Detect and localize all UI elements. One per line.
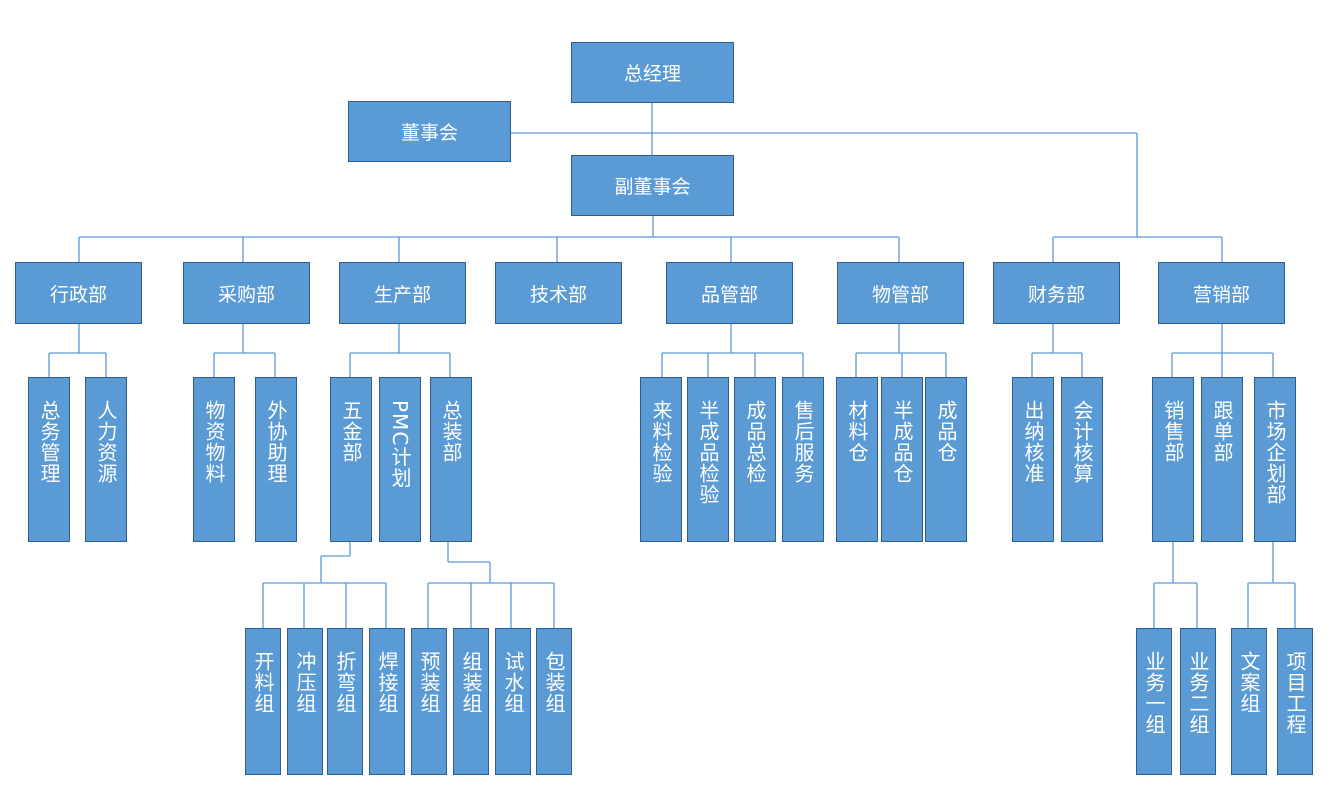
node-production-dept[interactable]: 生产部 [339,262,466,324]
node-label: 市场企划部 [1263,400,1287,505]
node-label: 包装组 [542,651,566,714]
node-label: 试水组 [501,651,525,714]
node-label: 行政部 [49,283,107,306]
node-prod-hardware[interactable]: 五金部 [330,377,372,542]
node-prod-assembly[interactable]: 总装部 [430,377,472,542]
node-plan-copy[interactable]: 文案组 [1231,628,1267,775]
node-label: 跟单部 [1210,400,1234,463]
node-label: 财务部 [1027,283,1085,306]
node-mkt-followup[interactable]: 跟单部 [1201,377,1243,542]
node-hw-bending[interactable]: 折弯组 [327,628,363,775]
node-label: 总经理 [623,63,681,85]
node-qc-dept[interactable]: 品管部 [666,262,793,324]
node-label: 成品总检 [743,400,767,484]
node-mat-finished[interactable]: 成品仓 [925,377,967,542]
node-label: 董事会 [400,122,458,144]
node-label: 生产部 [373,283,431,306]
node-label: 预装组 [417,651,441,714]
node-asm-test[interactable]: 试水组 [495,628,531,775]
node-label: 业务一组 [1142,651,1166,735]
node-label: 出纳核准 [1021,400,1045,484]
node-tech-dept[interactable]: 技术部 [495,262,622,324]
node-sales-team2[interactable]: 业务二组 [1180,628,1216,775]
node-label: 文案组 [1237,651,1261,714]
node-pur-materials[interactable]: 物资物料 [193,377,235,542]
node-label: 成品仓 [934,400,958,463]
node-label: 人力资源 [94,400,118,484]
node-label: 业务二组 [1186,651,1210,735]
node-finance-dept[interactable]: 财务部 [993,262,1120,324]
node-asm-assembly[interactable]: 组装组 [453,628,489,775]
node-qc-final[interactable]: 成品总检 [734,377,776,542]
node-hw-stamping[interactable]: 冲压组 [287,628,323,775]
node-label: 半成品仓 [890,400,914,484]
node-admin-dept[interactable]: 行政部 [15,262,142,324]
node-label: 售后服务 [791,400,815,484]
node-purchasing-dept[interactable]: 采购部 [183,262,310,324]
node-qc-semi[interactable]: 半成品检验 [687,377,729,542]
node-label: 会计核算 [1070,400,1094,484]
node-admin-general[interactable]: 总务管理 [28,377,70,542]
node-label: 采购部 [217,283,275,306]
node-marketing-dept[interactable]: 营销部 [1158,262,1285,324]
node-prod-pmc[interactable]: PMC计划 [379,377,421,542]
node-fin-cashier[interactable]: 出纳核准 [1012,377,1054,542]
node-label: 来料检验 [649,400,673,484]
node-asm-packing[interactable]: 包装组 [536,628,572,775]
node-hw-cutting[interactable]: 开料组 [245,628,281,775]
node-label: 开料组 [251,651,275,714]
node-qc-incoming[interactable]: 来料检验 [640,377,682,542]
node-label: 五金部 [339,400,363,463]
node-label: 外协助理 [264,400,288,484]
node-fin-accounting[interactable]: 会计核算 [1061,377,1103,542]
node-label: PMC计划 [388,400,412,489]
node-board[interactable]: 董事会 [348,101,511,162]
node-label: 营销部 [1192,283,1250,306]
node-asm-pre[interactable]: 预装组 [411,628,447,775]
node-hw-welding[interactable]: 焊接组 [369,628,405,775]
node-label: 折弯组 [333,651,357,714]
node-mkt-planning[interactable]: 市场企划部 [1254,377,1296,542]
node-general-manager[interactable]: 总经理 [571,42,734,103]
node-label: 总装部 [439,400,463,463]
node-sales-team1[interactable]: 业务一组 [1136,628,1172,775]
node-label: 冲压组 [293,651,317,714]
node-label: 销售部 [1161,400,1185,463]
node-mat-semi[interactable]: 半成品仓 [881,377,923,542]
node-label: 物管部 [871,283,929,306]
node-label: 副董事会 [614,176,691,198]
node-label: 技术部 [529,283,587,306]
node-label: 总务管理 [37,400,61,484]
node-admin-hr[interactable]: 人力资源 [85,377,127,542]
node-label: 组装组 [459,651,483,714]
node-mat-raw[interactable]: 材料仓 [836,377,878,542]
node-material-dept[interactable]: 物管部 [837,262,964,324]
node-label: 半成品检验 [696,400,720,505]
node-pur-outsource[interactable]: 外协助理 [255,377,297,542]
node-label: 焊接组 [375,651,399,714]
node-label: 材料仓 [845,400,869,463]
node-label: 物资物料 [202,400,226,484]
node-qc-aftersales[interactable]: 售后服务 [782,377,824,542]
node-label: 品管部 [700,283,758,306]
node-vice-board[interactable]: 副董事会 [571,155,734,216]
node-mkt-sales[interactable]: 销售部 [1152,377,1194,542]
node-label: 项目工程 [1283,651,1307,735]
node-plan-project[interactable]: 项目工程 [1277,628,1313,775]
